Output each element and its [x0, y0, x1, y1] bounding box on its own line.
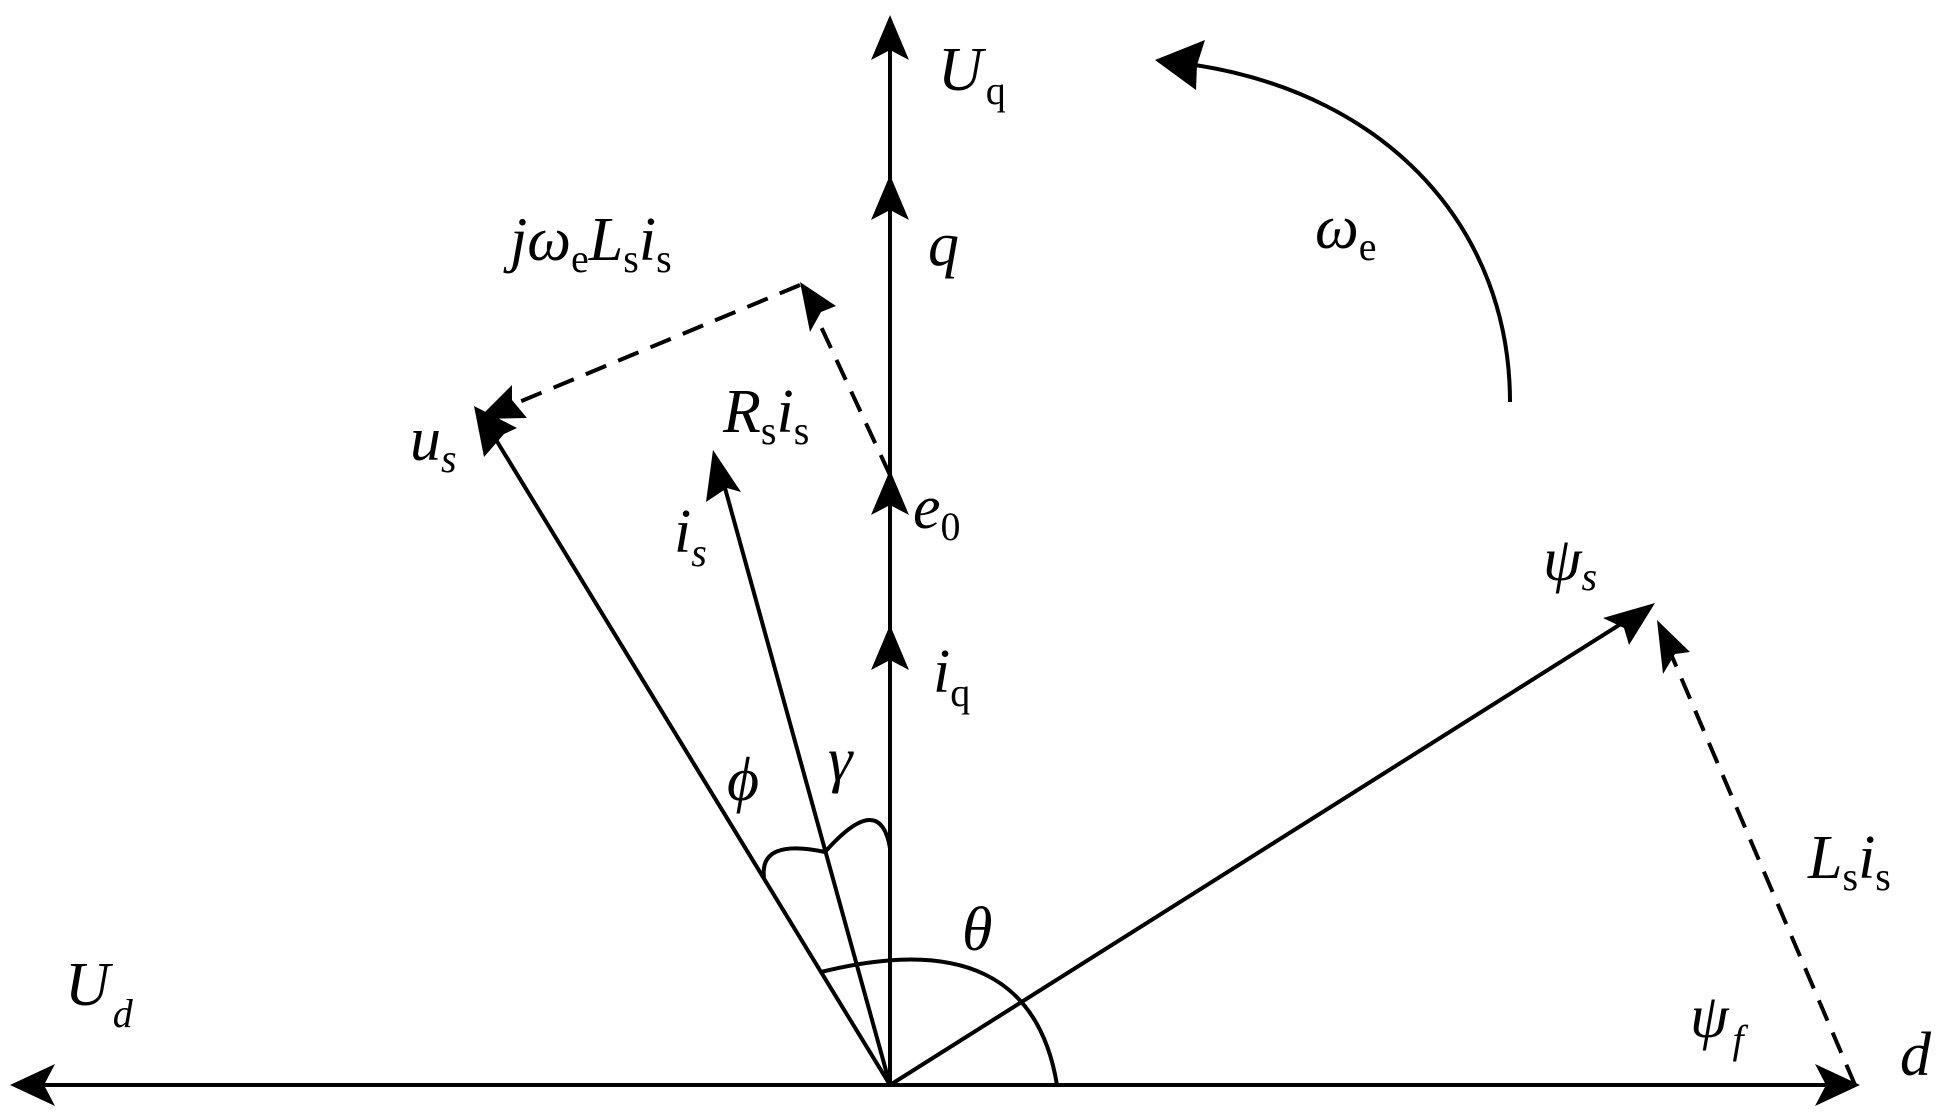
ud-label: Ud — [65, 951, 134, 1036]
rsis-label: Rsis — [722, 378, 809, 453]
iq-label: iq — [933, 638, 970, 715]
omega-e-arrowhead — [1155, 40, 1205, 90]
psi-s-arrowhead — [1603, 603, 1655, 645]
rsis-dashed-vector — [808, 302, 892, 476]
omega-e-rotation-arc — [1194, 63, 1512, 403]
uq-arrowhead — [871, 15, 909, 60]
e0-arrowhead — [871, 470, 909, 515]
theta-label: θ — [962, 896, 992, 964]
e0-label: e0 — [913, 474, 961, 549]
q-label: q — [928, 211, 959, 279]
lsis-dashed-vector — [1663, 639, 1857, 1086]
us-vector — [485, 423, 892, 1087]
theta-angle-arc — [820, 957, 1059, 1086]
iq-arrowhead — [871, 625, 909, 670]
phi-label: ϕ — [727, 746, 759, 814]
is-arrowhead — [706, 450, 741, 502]
psi-s-vector — [888, 613, 1637, 1087]
lsis-label: Lsis — [1807, 824, 1891, 899]
phi-angle-arc — [761, 846, 826, 879]
rsis-arrowhead — [800, 282, 836, 332]
jwlsis-label: jωeLsis — [503, 206, 672, 281]
d-axis-left-arrowhead — [10, 1064, 55, 1106]
uq-label: Uq — [938, 36, 1006, 113]
us-label: us — [410, 406, 457, 481]
jwlsis-arrowhead — [478, 385, 527, 419]
is-vector — [718, 469, 892, 1086]
gamma-label: γ — [828, 726, 854, 794]
is-label: is — [674, 498, 707, 575]
jwlsis-dashed-vector — [499, 283, 801, 412]
omega-e-label: ωe — [1315, 194, 1377, 269]
gamma-angle-arc — [823, 818, 892, 854]
lsis-arrowhead — [1657, 620, 1690, 674]
psi-s-label: ψs — [1543, 526, 1597, 599]
d-axis-right-arrowhead — [1815, 1064, 1860, 1106]
q-arrowhead — [871, 175, 909, 220]
d-label: d — [1900, 1021, 1932, 1089]
